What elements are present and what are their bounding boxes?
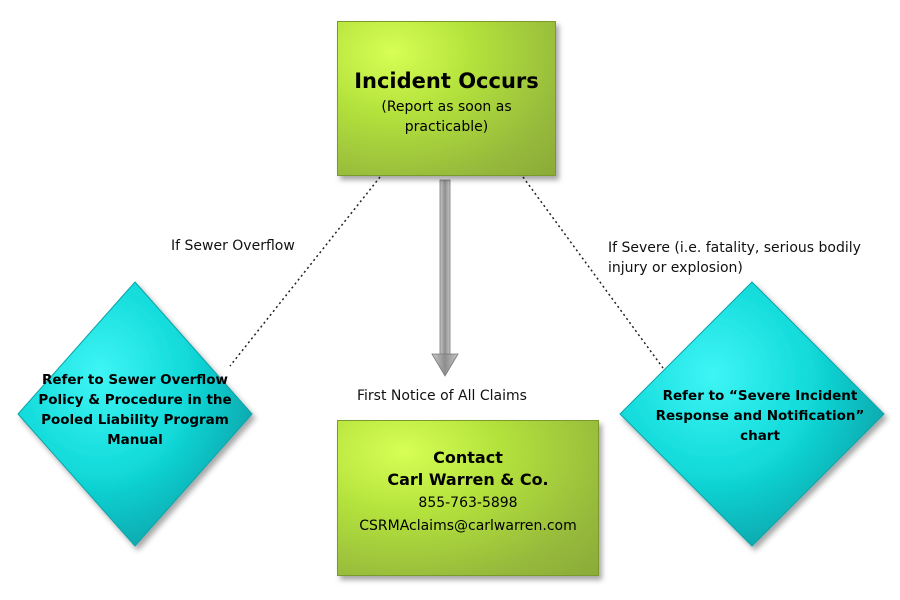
sewer-diamond-text: Refer to Sewer Overflow Policy & Procedu… [38, 372, 232, 448]
contact-box: Contact Carl Warren & Co. 855-763-5898 C… [337, 420, 599, 576]
incident-box: Incident Occurs (Report as soon as pract… [337, 21, 556, 176]
sewer-overflow-label: If Sewer Overflow [171, 238, 295, 254]
contact-phone: 855-763-5898 [418, 495, 518, 511]
severe-diamond [619, 281, 885, 547]
down-arrow [431, 179, 459, 377]
first-notice-label: First Notice of All Claims [357, 388, 527, 404]
contact-email: CSRMAclaims@carlwarren.com [359, 518, 577, 534]
sewer-diamond [17, 281, 253, 547]
contact-company: Carl Warren & Co. [387, 470, 549, 489]
severe-diamond-text: Refer to “Severe Incident Response and N… [655, 388, 865, 444]
connector-sewer [229, 176, 381, 367]
contact-heading: Contact [433, 448, 503, 467]
incident-title: Incident Occurs [354, 69, 539, 93]
severe-label: If Severe (i.e. fatality, serious bodily… [608, 240, 861, 276]
incident-subtitle: (Report as soon as practicable) [381, 99, 512, 135]
